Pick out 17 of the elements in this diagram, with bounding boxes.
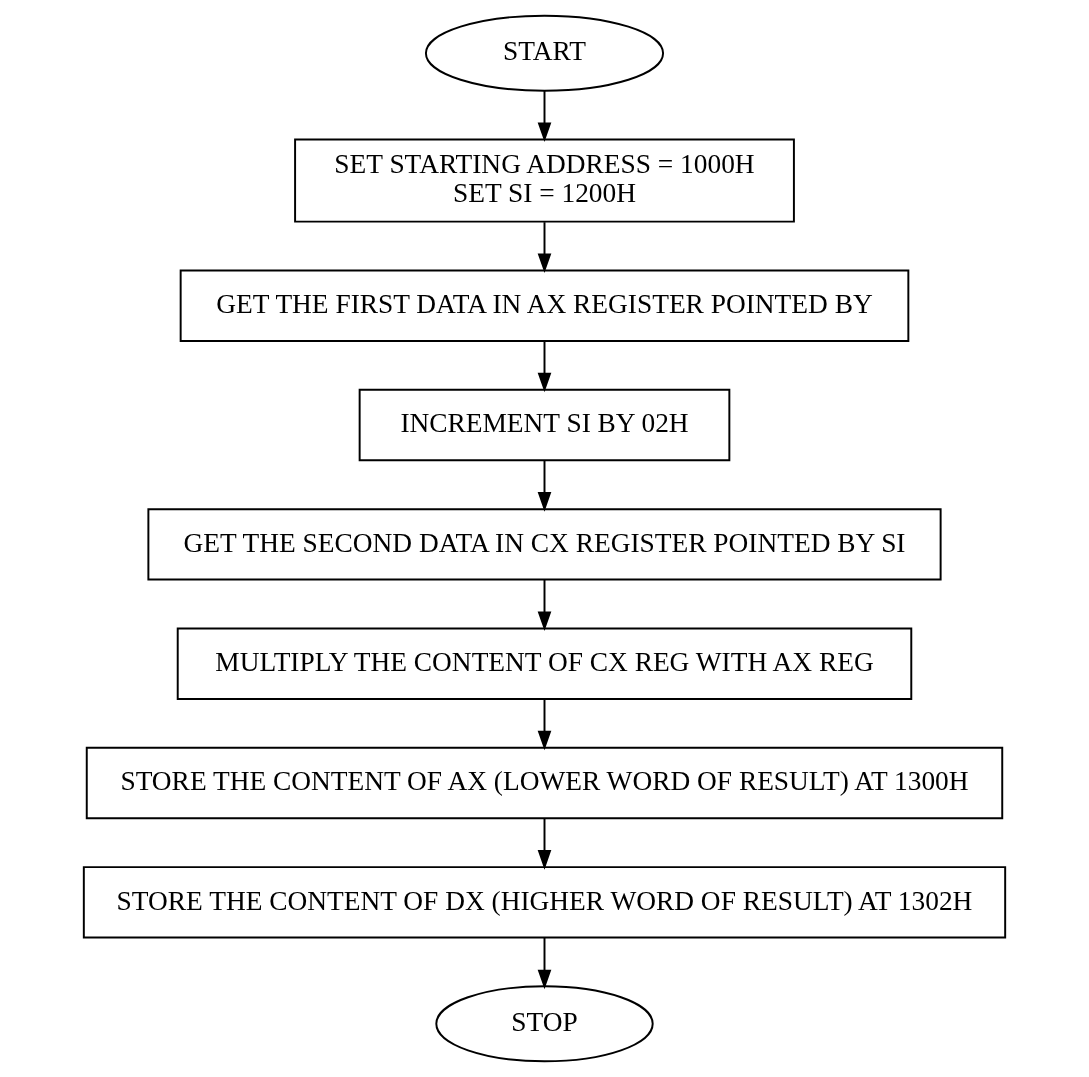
arrow xyxy=(537,817,552,870)
node-box: STORE THE CONTENT OF DX (HIGHER WORD OF RESULT) AT 1302H xyxy=(82,866,1007,939)
node-box: MULTIPLY THE CONTENT OF CX REG WITH AX REG xyxy=(176,627,913,700)
node-box: SET STARTING ADDRESS = 1000H SET SI = 1200H xyxy=(294,138,795,223)
node-box: STORE THE CONTENT OF AX (LOWER WORD OF RESULT) AT 1300H xyxy=(85,746,1004,820)
node-ellipse: START xyxy=(424,14,665,92)
node-box: GET THE FIRST DATA IN AX REGISTER POINTED BY xyxy=(179,269,910,342)
node-ellipse: STOP xyxy=(435,985,654,1063)
arrow xyxy=(537,578,552,631)
arrow xyxy=(537,340,552,393)
node-box: INCREMENT SI BY 02H xyxy=(358,388,731,462)
arrow xyxy=(537,89,552,143)
arrow xyxy=(537,459,552,512)
node-box: GET THE SECOND DATA IN CX REGISTER POINTED BY SI xyxy=(147,508,942,581)
arrow xyxy=(537,936,552,990)
arrow xyxy=(537,698,552,751)
arrow xyxy=(537,221,552,274)
